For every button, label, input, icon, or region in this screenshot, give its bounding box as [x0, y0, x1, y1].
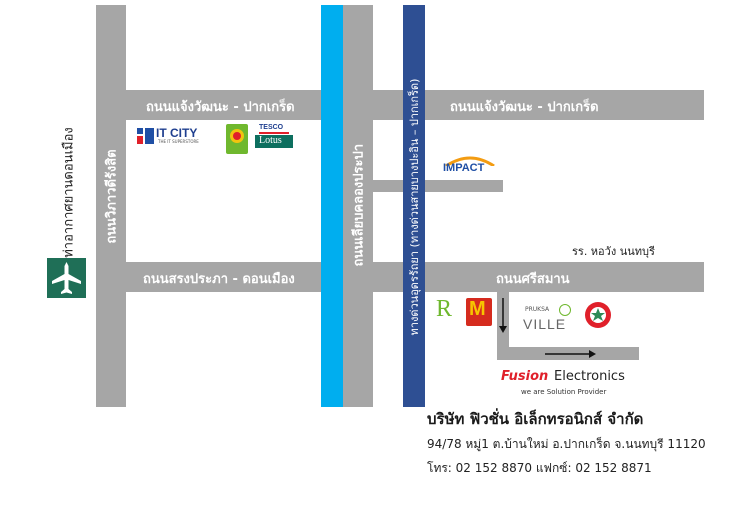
impact-logo: IMPACT: [440, 154, 500, 178]
ville-text: VILLE: [523, 316, 567, 332]
airport-icon: [47, 258, 86, 298]
mcdonalds-logo: M: [466, 298, 492, 326]
label-chaengwattana-left: ถนนแจ้งวัฒนะ - ปากเกร็ด: [146, 100, 295, 115]
label-khlong-prapa: ถนนเลียบคลองประปา: [351, 143, 367, 267]
bigc-logo: [226, 124, 248, 154]
road-impact-branch: [373, 180, 503, 192]
impact-text: IMPACT: [443, 162, 485, 174]
tesco-text: TESCO: [259, 124, 284, 131]
pruksa-ville-logo: PRUKSA VILLE: [521, 304, 581, 336]
label-songprapa: ถนนสรงประภา - ดอนเมือง: [143, 272, 295, 287]
road-khlong-prapa-gray: [343, 5, 373, 407]
label-srisaman: ถนนศรีสมาน: [496, 272, 570, 287]
label-expressway: ทางด่วนอุดรรัถยา (ทางด่วนสายบางปะอิน – ป…: [408, 78, 421, 336]
itcity-logo: IT CITY THE IT SUPERSTORE: [136, 126, 204, 146]
tesco-lotus-logo: TESCO Lotus: [255, 124, 293, 148]
fusion-brand: Fusion Electronics we are Solution Provi…: [501, 369, 721, 399]
lotus-text: Lotus: [259, 135, 282, 146]
label-vibhavadi: ถนนวิภาวดีรังสิต: [104, 149, 120, 244]
itcity-tagline: THE IT SUPERSTORE: [158, 139, 199, 144]
company-contact: โทร: 02 152 8870 แฟกซ์: 02 152 8871: [427, 461, 652, 475]
fusion-word: Fusion: [501, 369, 549, 384]
road-vibhavadi: [96, 5, 126, 407]
company-address: 94/78 หมู่1 ต.บ้านใหม่ อ.ปากเกร็ด จ.นนทบ…: [427, 437, 706, 451]
school-label: รร. หอวัง นนทบุรี: [572, 245, 655, 258]
electronics-word: Electronics: [554, 369, 625, 384]
slogan: we are Solution Provider: [521, 388, 607, 396]
khlong-prapa-canal: [321, 5, 343, 407]
pruksa-text: PRUKSA: [525, 306, 550, 313]
label-chaengwattana-right: ถนนแจ้งวัฒนะ - ปากเกร็ด: [450, 100, 599, 115]
caltex-logo: [585, 302, 611, 328]
airport-label: ท่าอากาศยานดอนเมือง: [61, 127, 77, 258]
arrow-right-icon: [545, 350, 596, 358]
robinson-logo: R: [434, 296, 458, 326]
mcdonalds-text: M: [469, 298, 486, 320]
robinson-text: R: [436, 296, 453, 322]
itcity-name: IT CITY: [156, 126, 198, 140]
expressway: [403, 5, 425, 407]
arrow-down-icon: [499, 298, 507, 333]
company-name-th: บริษัท ฟิวชั่น อิเล็กทรอนิกส์ จำกัด: [427, 410, 644, 428]
